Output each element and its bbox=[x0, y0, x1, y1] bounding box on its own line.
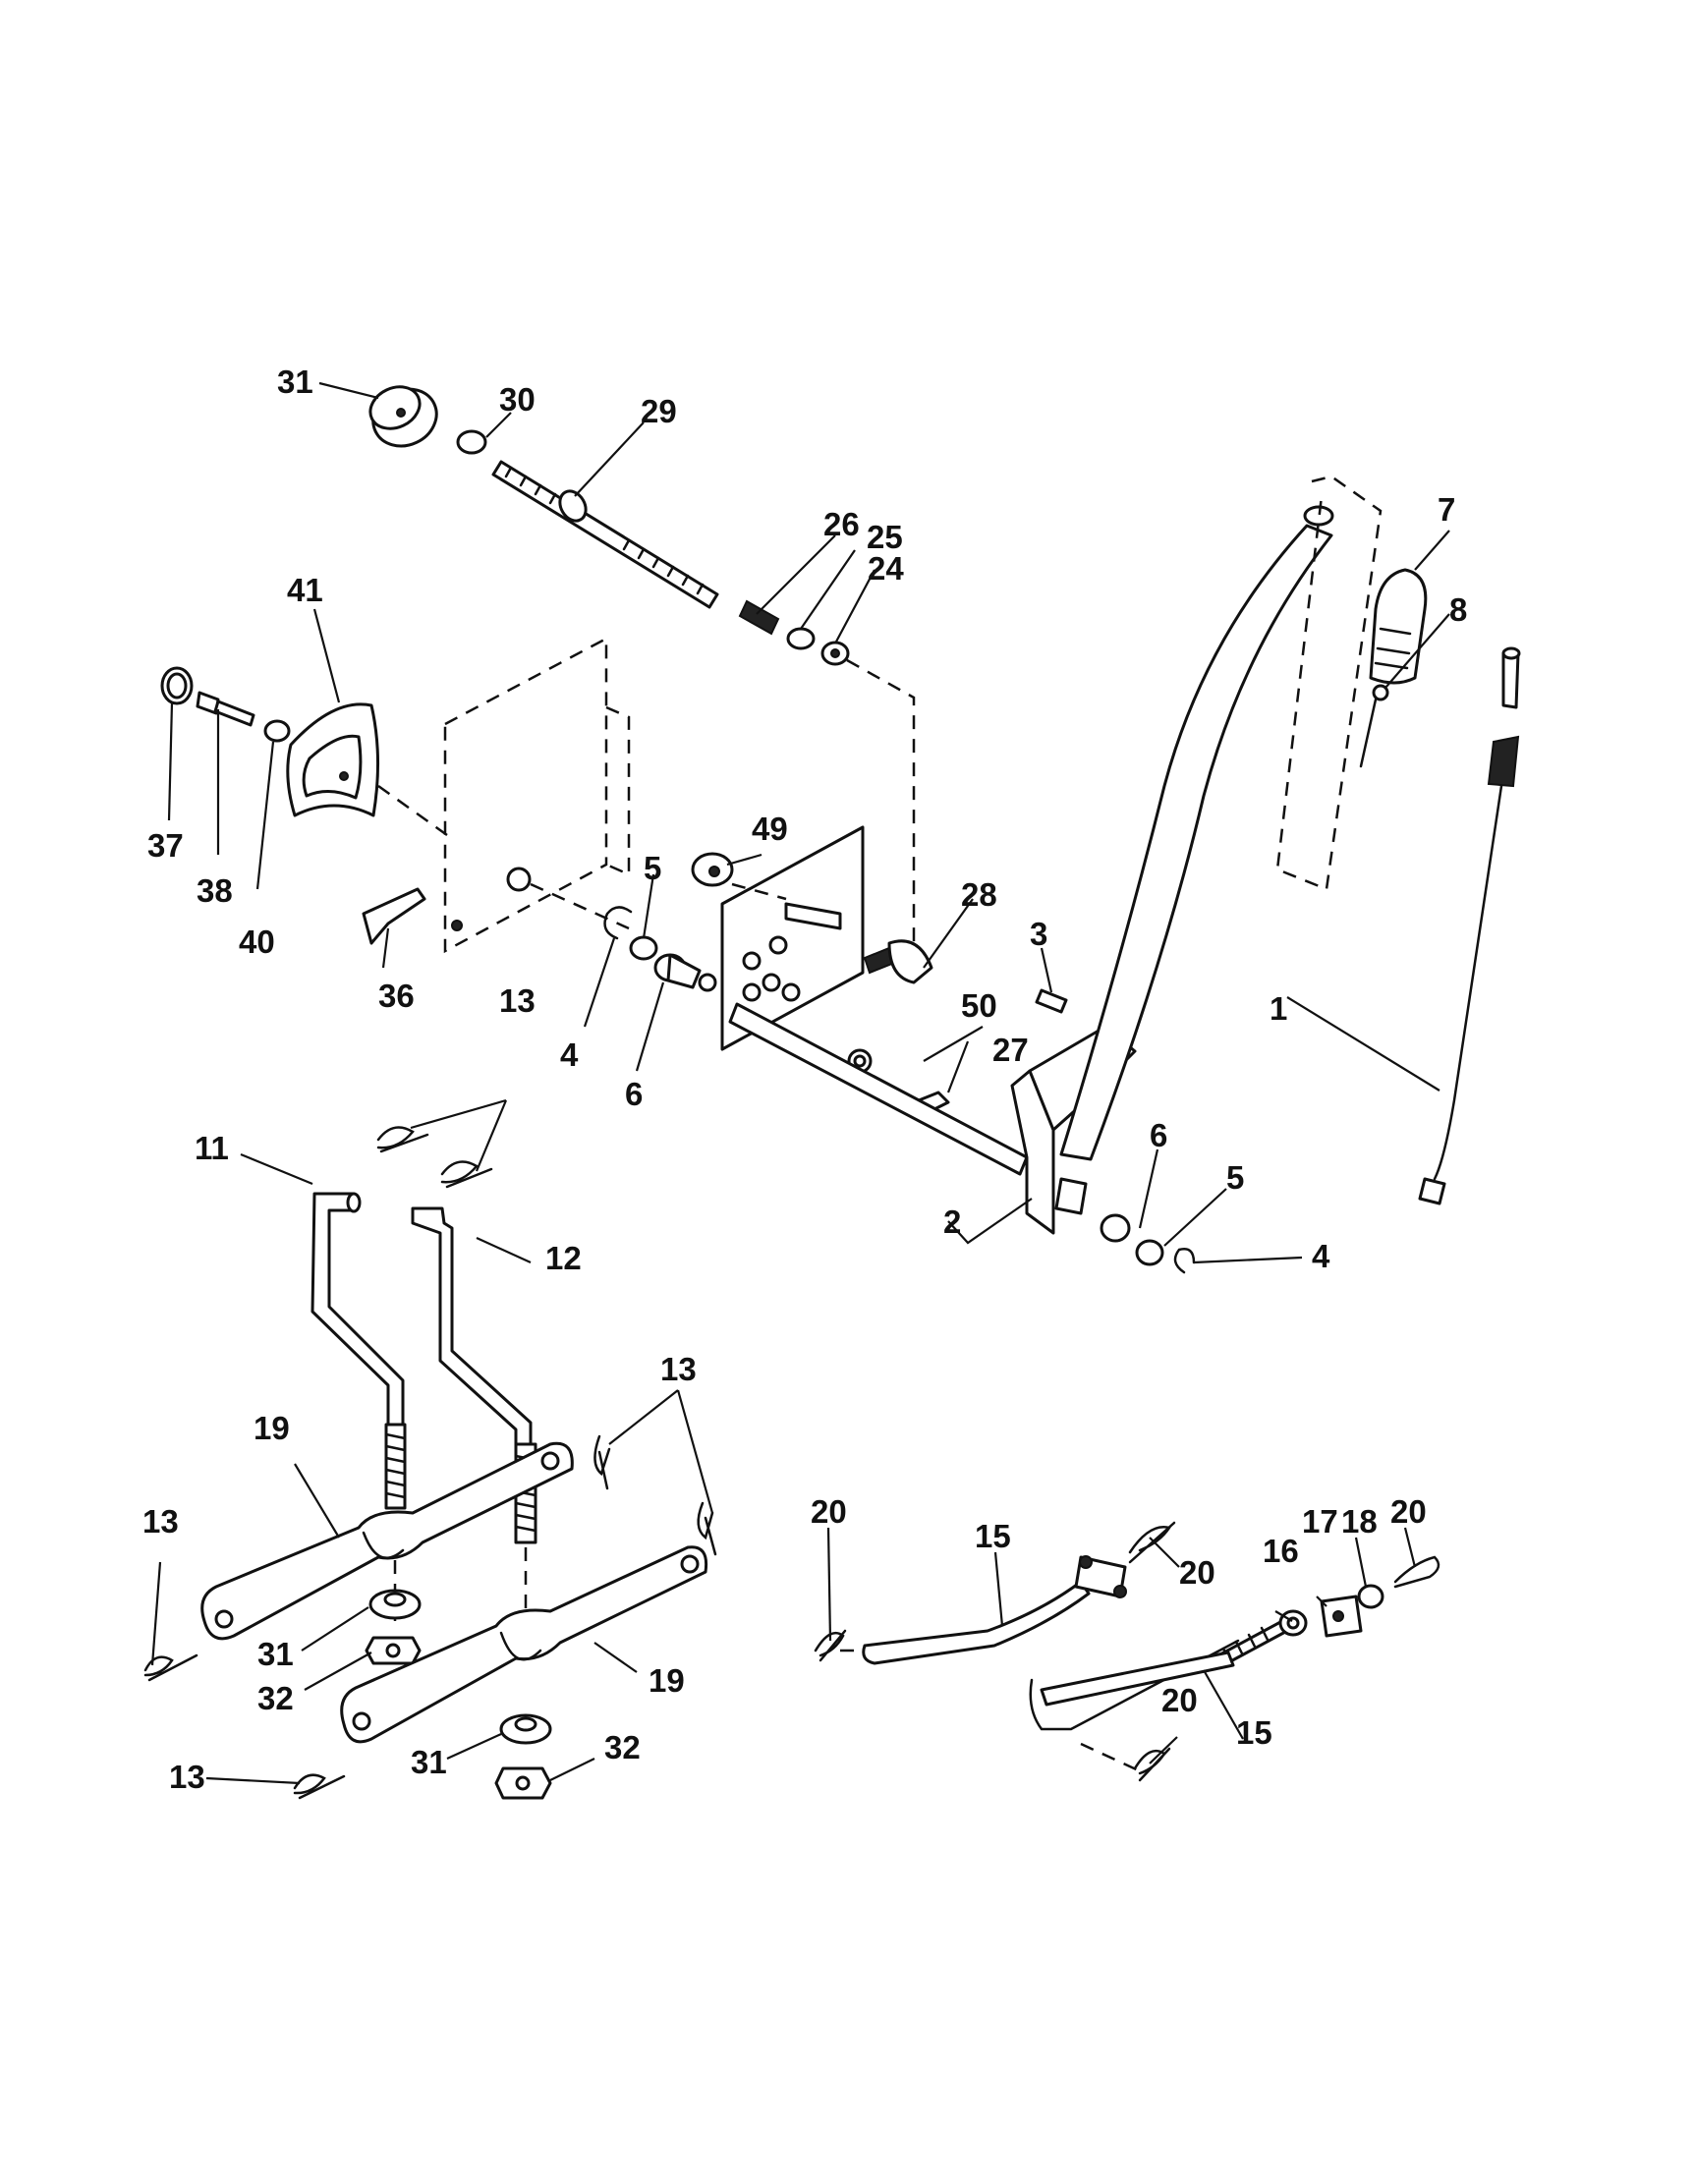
callout-28: 30 bbox=[499, 381, 536, 418]
cable bbox=[1418, 646, 1521, 1205]
callout-20-mid: 20 bbox=[1179, 1554, 1215, 1591]
callout-31-lower: 31 bbox=[411, 1744, 447, 1780]
callout-31-upper: 31 bbox=[257, 1636, 294, 1672]
callout-50: 50 bbox=[961, 987, 997, 1024]
callout-23: 24 bbox=[868, 550, 904, 587]
callout-13-bottom: 13 bbox=[169, 1759, 205, 1795]
shaft-assembly bbox=[691, 825, 1137, 1235]
callout-12: 12 bbox=[545, 1240, 582, 1276]
callout-20-left: 20 bbox=[811, 1493, 847, 1530]
leader-lines bbox=[150, 381, 1450, 1785]
callout-27: 29 bbox=[641, 393, 677, 429]
callout-6-left: 6 bbox=[625, 1076, 643, 1112]
callout-24: 25 bbox=[867, 519, 903, 555]
callout-29: 31 bbox=[277, 364, 313, 400]
knob-assembly bbox=[368, 385, 916, 943]
callout-6-right: 6 bbox=[1150, 1117, 1167, 1153]
callout-36: 36 bbox=[378, 978, 415, 1014]
callout-19-upper: 19 bbox=[254, 1410, 290, 1446]
left-hardware bbox=[603, 906, 717, 992]
lift-handle bbox=[1059, 475, 1428, 1161]
callout-20-bottom: 20 bbox=[1161, 1682, 1198, 1718]
callout-30: 28 bbox=[961, 876, 997, 913]
callout-8: 8 bbox=[1449, 591, 1467, 628]
top-clips bbox=[376, 1126, 493, 1189]
callout-5-right: 5 bbox=[1226, 1159, 1244, 1196]
lower-rods bbox=[814, 1521, 1440, 1782]
callout-3: 3 bbox=[1030, 916, 1047, 952]
callout-16: 16 bbox=[1263, 1533, 1299, 1569]
mounting-plate bbox=[443, 636, 631, 954]
callout-20-right: 20 bbox=[1390, 1493, 1427, 1530]
callout-labels: 31 30 29 26 25 24 41 37 38 40 36 49 28 3… bbox=[142, 364, 1467, 1795]
callout-13-left: 13 bbox=[142, 1503, 179, 1540]
callout-38: 38 bbox=[197, 872, 233, 909]
callout-19-lower: 19 bbox=[649, 1662, 685, 1699]
callout-7: 7 bbox=[1438, 491, 1455, 528]
lift-arms bbox=[200, 1441, 708, 1800]
callout-40: 40 bbox=[239, 924, 275, 960]
bracket-group bbox=[160, 666, 448, 945]
callout-32-upper: 32 bbox=[257, 1680, 294, 1716]
callout-37: 37 bbox=[147, 827, 184, 864]
callout-2: 2 bbox=[943, 1204, 961, 1240]
callout-26: 27 bbox=[992, 1032, 1029, 1068]
callout-17: 17 bbox=[1302, 1503, 1338, 1540]
callout-25: 26 bbox=[823, 506, 860, 542]
callout-49: 49 bbox=[752, 811, 788, 847]
callout-13-top: 13 bbox=[499, 982, 536, 1019]
callout-41: 41 bbox=[287, 572, 323, 608]
callout-5-left: 5 bbox=[644, 850, 661, 886]
callout-15-left: 15 bbox=[975, 1518, 1011, 1554]
callout-4-left: 4 bbox=[560, 1036, 579, 1073]
lift-links bbox=[311, 1192, 537, 1660]
callout-13-right: 13 bbox=[660, 1351, 697, 1387]
right-hardware bbox=[1054, 1177, 1196, 1274]
callout-15-right: 15 bbox=[1236, 1714, 1272, 1751]
callout-11: 11 bbox=[195, 1130, 229, 1166]
callout-18: 18 bbox=[1341, 1503, 1378, 1540]
callout-32-lower: 32 bbox=[604, 1729, 641, 1765]
callout-1: 1 bbox=[1270, 990, 1287, 1027]
callout-4-right: 4 bbox=[1312, 1238, 1330, 1274]
